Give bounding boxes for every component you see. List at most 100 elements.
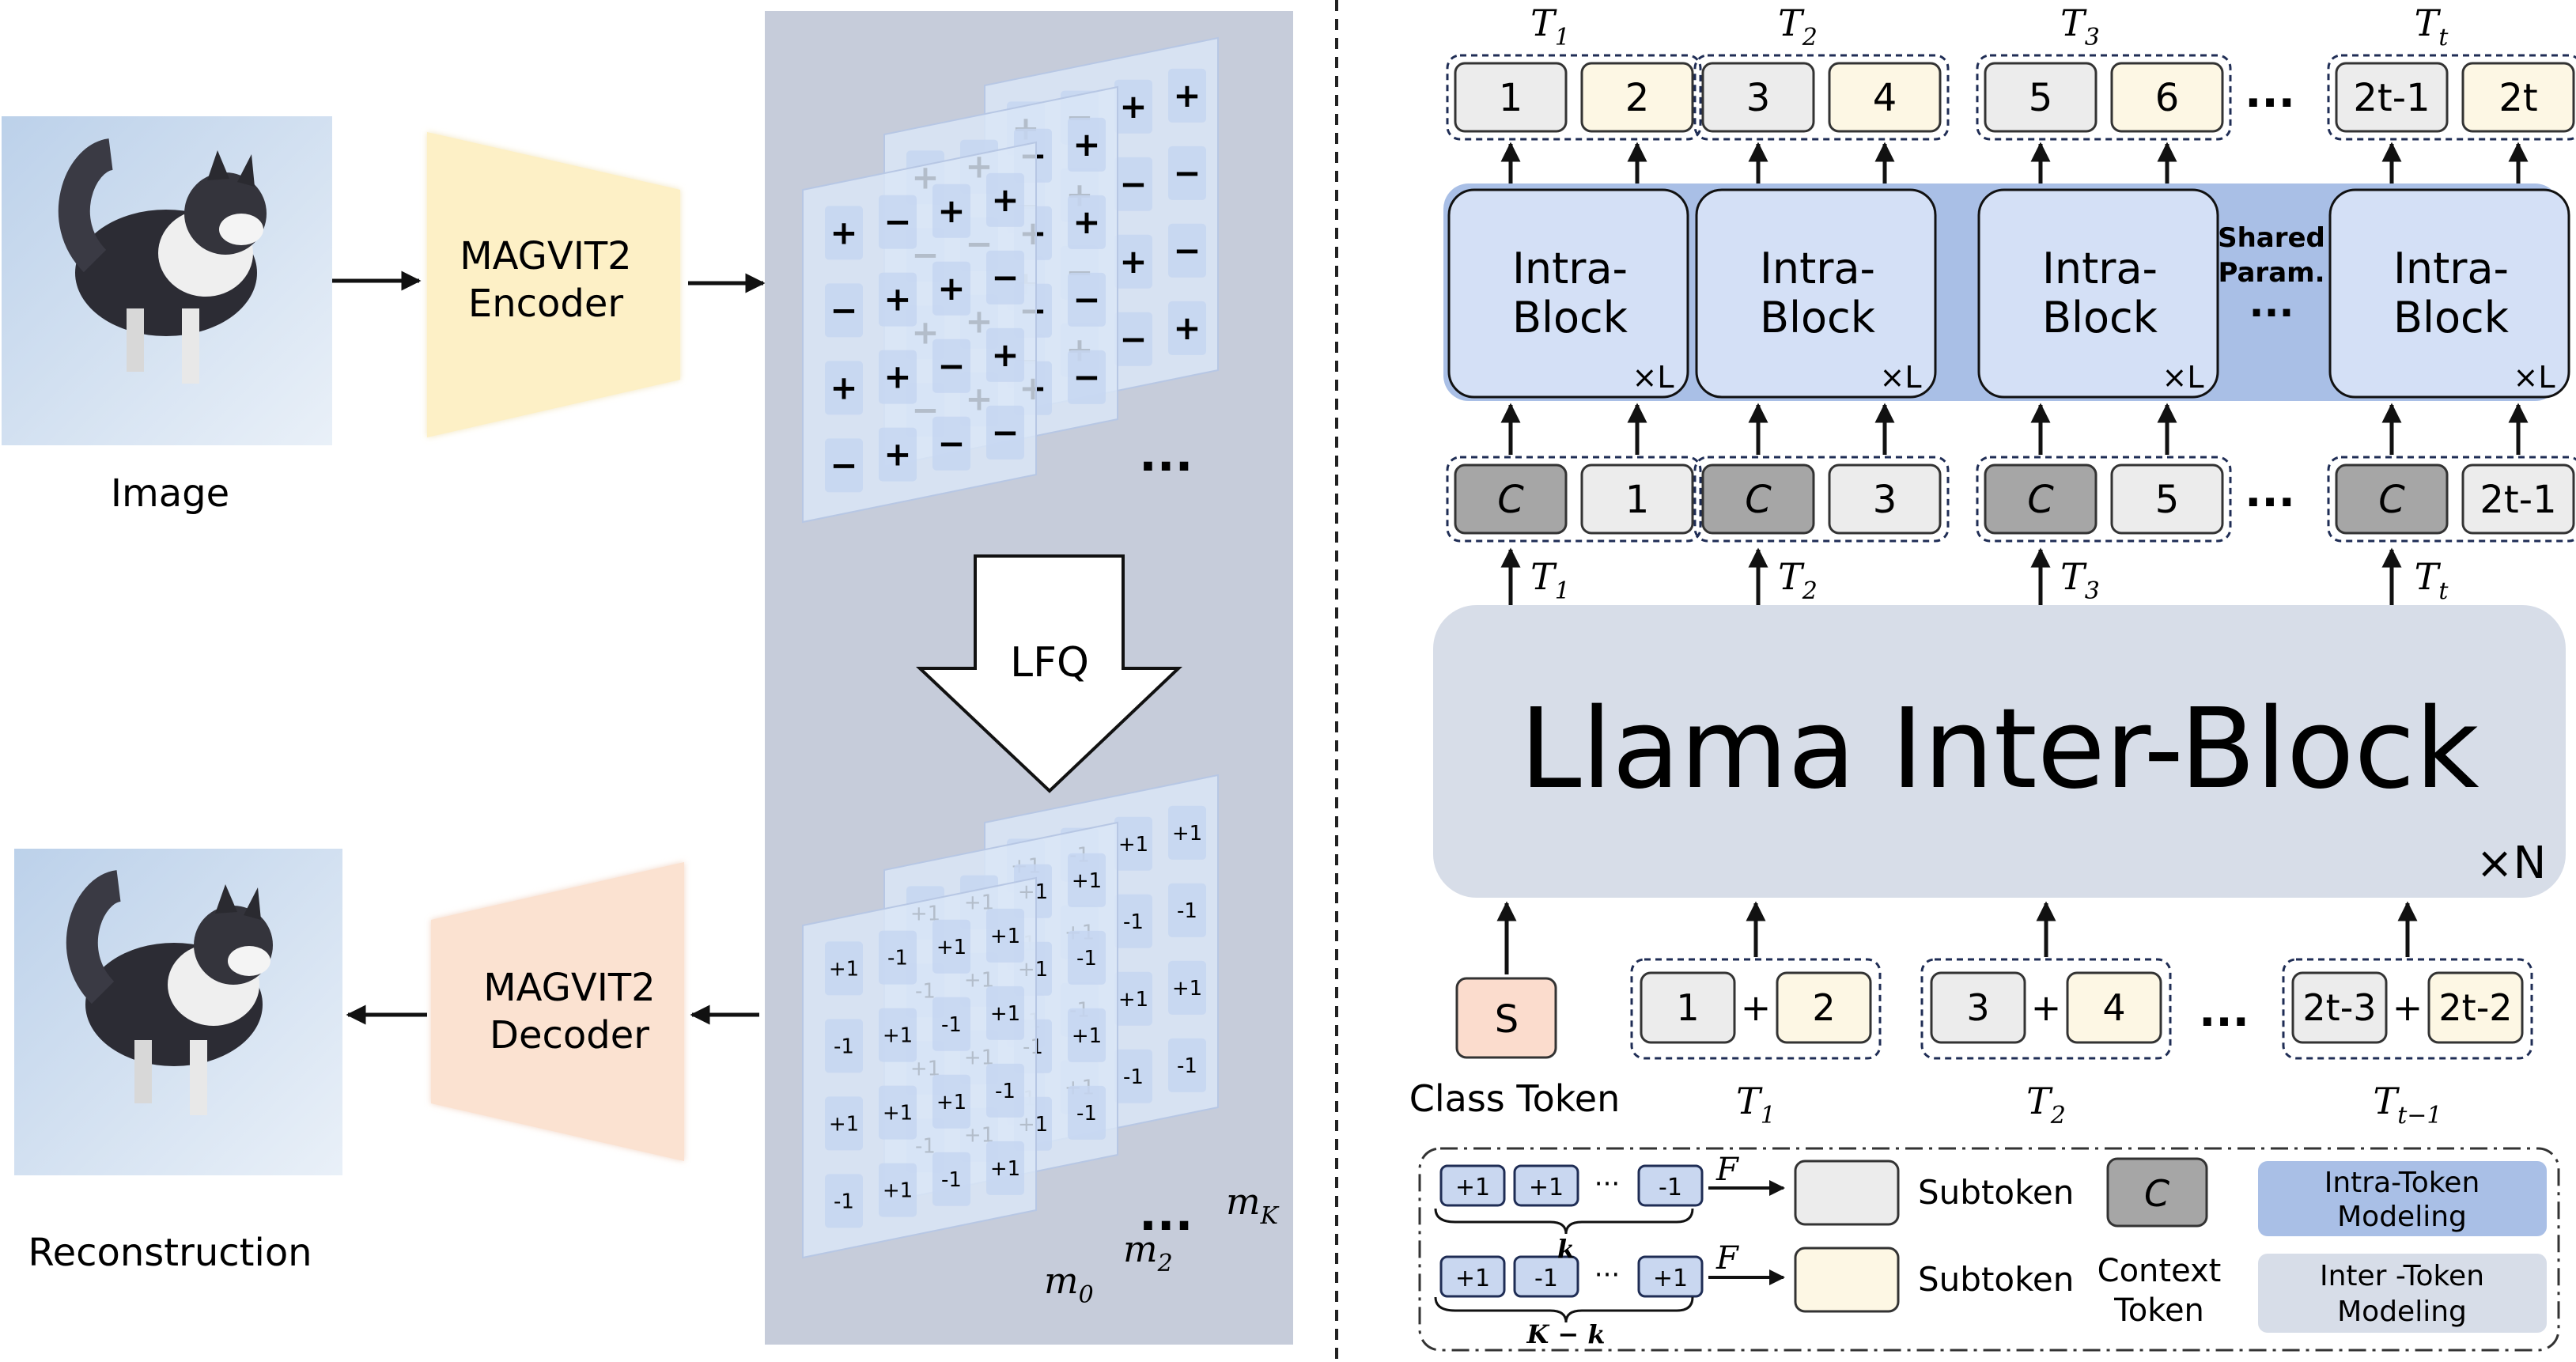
intra-block: Intra-Block×L xyxy=(1447,188,1689,399)
m-2-label: m2 xyxy=(1123,1228,1173,1277)
intra-block-times-L: ×L xyxy=(1632,360,1674,395)
context-token-symbol: C xyxy=(2027,478,2054,522)
grid-cell xyxy=(1168,883,1206,937)
intra-block-label-1: Intra- xyxy=(1760,244,1875,293)
plus-sign: + xyxy=(2393,986,2423,1029)
intra-block-times-L: ×L xyxy=(2162,360,2203,395)
grid-cell xyxy=(1068,1008,1106,1062)
input-group-T-label: T2 xyxy=(2026,1080,2066,1129)
subtoken-even xyxy=(1828,62,1942,133)
class-token-label: Class Token xyxy=(1409,1077,1621,1120)
reconstruction-label: Reconstruction xyxy=(28,1231,312,1275)
input-subtoken-odd-label: 3 xyxy=(1966,986,1989,1029)
legend-token-value: -1 xyxy=(1534,1265,1558,1292)
grid-cell xyxy=(1114,1049,1152,1103)
context-group-frame xyxy=(1446,456,1702,543)
grid-cell xyxy=(879,272,917,327)
grid-cell-value: + xyxy=(937,269,965,308)
legend-brace-1 xyxy=(1434,1208,1694,1235)
grid-cell-value: +1 xyxy=(883,1024,913,1048)
input-subtoken-even-label: 2t-2 xyxy=(2438,986,2512,1029)
output-group-T-label: T2 xyxy=(1778,2,1818,51)
output-group-frame xyxy=(2327,54,2576,141)
shared-param-ellipsis: ... xyxy=(2249,280,2294,326)
shared-param-line2: Param. xyxy=(2218,257,2324,289)
context-subtoken-label: 3 xyxy=(1873,478,1897,522)
grid-cell-value: + xyxy=(991,335,1019,374)
input-group-T-label: T1 xyxy=(1736,1080,1776,1129)
subtoken-odd xyxy=(1701,62,1815,133)
legend-inter-modeling-2: Modeling xyxy=(2337,1296,2467,1328)
grid-cell xyxy=(1114,312,1152,366)
grid-cell-value: -1 xyxy=(941,1168,962,1192)
encoder-label-1: MAGVIT2 xyxy=(460,234,631,278)
top-ellipsis: ... xyxy=(2245,66,2295,118)
grid-cell xyxy=(1168,960,1206,1015)
subtoken-even xyxy=(2461,62,2575,133)
grid-cell-value: -1 xyxy=(887,947,908,970)
decoder-label-2: Decoder xyxy=(490,1013,649,1057)
grid-cell-value: -1 xyxy=(1177,1054,1197,1078)
context-subtoken xyxy=(2461,463,2575,535)
grid-cell xyxy=(986,327,1024,382)
grid-cell-value: +1 xyxy=(990,1157,1020,1181)
intra-block-label-2: Block xyxy=(2393,293,2510,342)
context-subtoken-label: 1 xyxy=(1625,478,1650,522)
subtoken-even-label: 4 xyxy=(1873,76,1897,120)
context-subtoken xyxy=(1828,463,1942,535)
subtoken-odd xyxy=(1454,62,1568,133)
legend-brace-2 xyxy=(1434,1296,1694,1323)
grid-cell xyxy=(1068,117,1106,172)
grid-cell-value: − xyxy=(830,445,857,484)
intra-block: Intra-Block×L xyxy=(1695,188,1937,399)
grid-cell xyxy=(825,206,863,260)
input-subtoken-even-label: 4 xyxy=(2102,986,2125,1029)
grid-cell xyxy=(1168,146,1206,200)
subtoken-even-label: 6 xyxy=(2155,76,2180,120)
legend-ellipsis: ··· xyxy=(1594,1168,1620,1200)
legend: +1+1-1··· +1-1+1··· F F k K − k Subtoken… xyxy=(1418,1147,2560,1352)
legend-token xyxy=(1439,1164,1506,1207)
input-subtoken-even xyxy=(2427,971,2524,1044)
grid-cell-value: -1 xyxy=(941,1013,962,1037)
grid-cell xyxy=(932,339,970,393)
grid-cell-value: + xyxy=(991,180,1019,219)
decoder-label-1: MAGVIT2 xyxy=(483,966,655,1010)
grid-cell xyxy=(1068,853,1106,907)
subtoken-odd-label: 2t-1 xyxy=(2353,76,2430,120)
output-group-T-label: Tt xyxy=(2415,2,2449,51)
grid-cell xyxy=(1168,301,1206,355)
grid-cell xyxy=(986,1141,1024,1195)
quantized-grid-front: +1-1+1+1-1+1-1+1+1+1+1-1-1+1-1+1 xyxy=(802,876,1037,1259)
context-token-symbol: C xyxy=(1745,478,1772,522)
grid-cell-value: +1 xyxy=(990,1002,1020,1026)
intra-block: Intra-Block×L xyxy=(2328,188,2570,399)
grid-cell xyxy=(1114,894,1152,948)
grid-cell-value: +1 xyxy=(1118,988,1148,1012)
grid-cell-value: + xyxy=(1173,76,1201,115)
plus-sign: + xyxy=(1741,986,1772,1029)
input-subtoken-even-label: 2 xyxy=(1812,986,1835,1029)
subtoken-even xyxy=(1580,62,1694,133)
lfq-arrow xyxy=(915,554,1183,793)
grid-cell-value: − xyxy=(991,413,1019,452)
grid-cell xyxy=(1068,272,1106,327)
input-image xyxy=(2,116,332,445)
grid-cell-value: +1 xyxy=(1172,822,1202,846)
grid-cell-value: + xyxy=(1173,308,1201,347)
legend-row-2: +1-1+1··· xyxy=(1439,1255,1704,1298)
grid-cell xyxy=(879,350,917,404)
context-token xyxy=(1984,463,2097,535)
grid-cell-value: +1 xyxy=(990,925,1020,948)
grid-cell xyxy=(932,1152,970,1206)
grid-cell xyxy=(825,1174,863,1228)
